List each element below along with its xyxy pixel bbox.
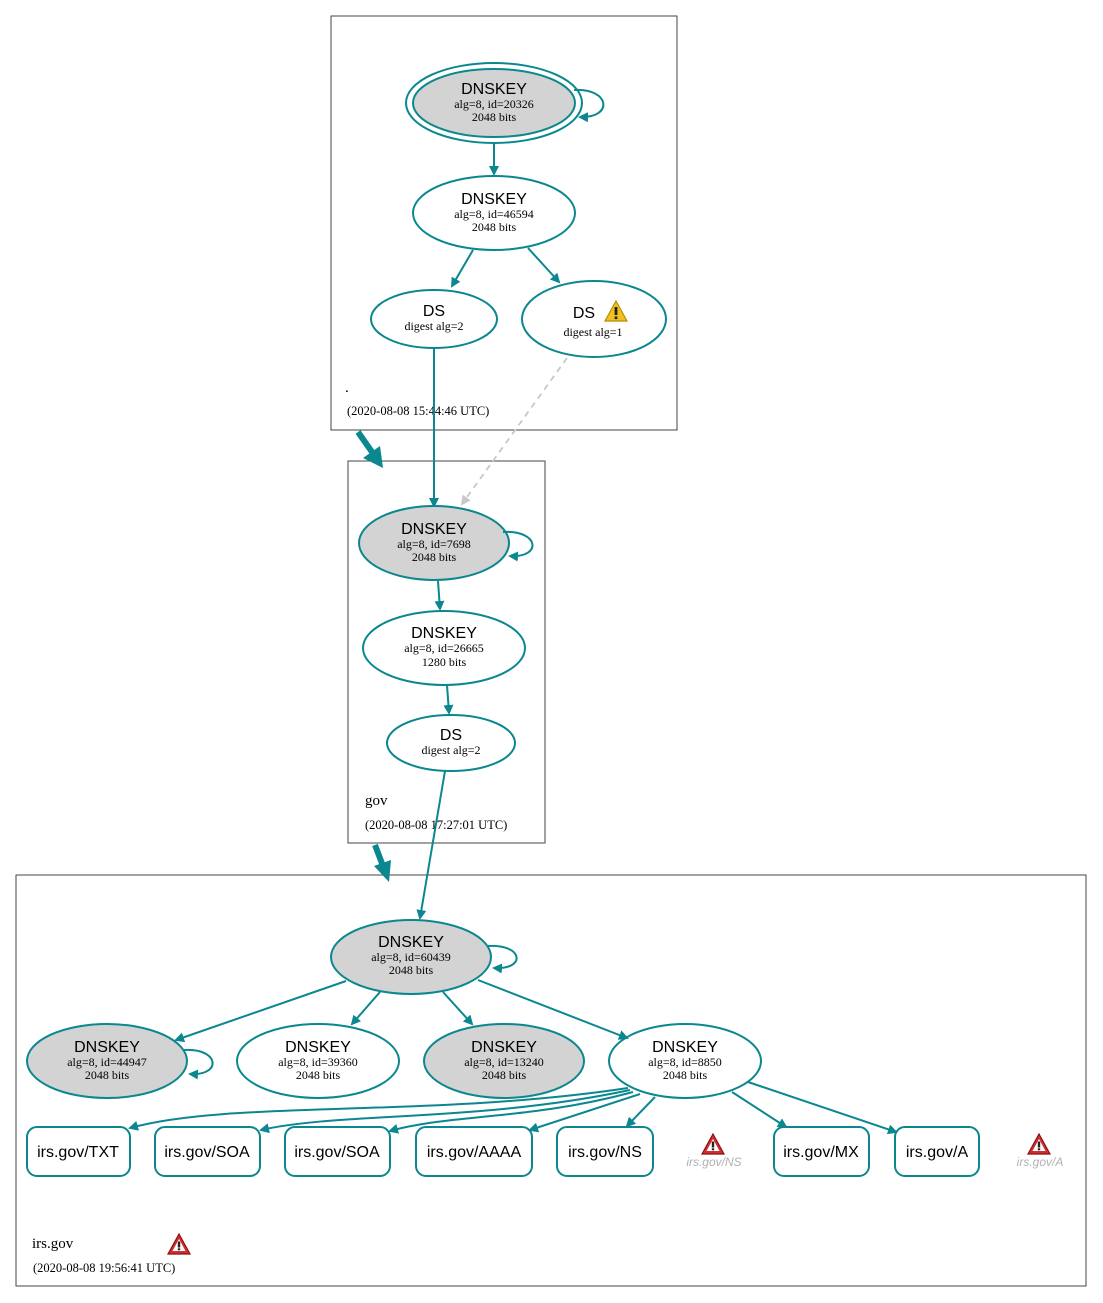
irs-ksk-node[interactable]: DNSKEY alg=8, id=60439 2048 bits <box>330 919 492 995</box>
root-ksk-line2: 2048 bits <box>472 110 517 124</box>
gov-zsk-line1: alg=8, id=26665 <box>404 641 484 655</box>
gov-zsk-ds-edge <box>443 684 454 715</box>
irs-ksk-44947-edge <box>174 980 347 1043</box>
gov-ksk-zsk-edge <box>434 580 445 611</box>
rrset-soa1-label: irs.gov/SOA <box>164 1144 250 1161</box>
irs-dnskey-13240-node[interactable]: DNSKEY alg=8, id=13240 2048 bits <box>423 1023 585 1099</box>
irs-ksk-39360-edge <box>350 991 381 1026</box>
rrset-soa2-node[interactable]: irs.gov/SOA <box>284 1126 391 1177</box>
rrset-mx-node[interactable]: irs.gov/MX <box>773 1126 870 1177</box>
gov-zsk-node[interactable]: DNSKEY alg=8, id=26665 1280 bits <box>362 610 526 686</box>
gov-ds-node[interactable]: DS digest alg=2 <box>386 714 516 772</box>
rrset-a-missing-label: irs.gov/A <box>1017 1155 1064 1169</box>
irs-dnskey-44947-node[interactable]: DNSKEY alg=8, id=44947 2048 bits <box>26 1023 188 1099</box>
root-ksk-self-edge <box>573 88 605 123</box>
root-ksk-line1: alg=8, id=20326 <box>454 97 534 111</box>
irs-dnskey-44947-title: DNSKEY <box>74 1039 140 1056</box>
irs-dnskey-39360-node[interactable]: DNSKEY alg=8, id=39360 2048 bits <box>236 1023 400 1099</box>
irs-dnskey-39360-title: DNSKEY <box>285 1039 351 1056</box>
irs-dnskey-8850-line2: 2048 bits <box>663 1068 708 1082</box>
irs-dnskey-39360-line1: alg=8, id=39360 <box>278 1055 358 1069</box>
irs-ksk-title: DNSKEY <box>378 934 444 951</box>
irs-dnskey-44947-line1: alg=8, id=44947 <box>67 1055 147 1069</box>
irs-dnskey-44947-line2: 2048 bits <box>85 1068 130 1082</box>
zsk-soa2-edge <box>388 1091 634 1134</box>
gov-ksk-line1: alg=8, id=7698 <box>397 537 471 551</box>
delegation-arrow-gov-irs <box>372 843 391 882</box>
irs-dnskey-8850-line1: alg=8, id=8850 <box>648 1055 722 1069</box>
root-ds-alg1-node[interactable]: DS digest alg=1 <box>521 280 667 358</box>
root-zsk-line2: 2048 bits <box>472 220 517 234</box>
irs-dnskey-13240-line2: 2048 bits <box>482 1068 527 1082</box>
error-icon <box>1027 1133 1051 1155</box>
root-ds1-gov-ksk-insecure-edge <box>460 357 568 506</box>
root-ds-alg1-line1: digest alg=1 <box>563 325 622 339</box>
irs-ksk-13240-edge <box>442 991 474 1026</box>
gov-ksk-self-edge <box>502 530 534 562</box>
rrset-aaaa-node[interactable]: irs.gov/AAAA <box>415 1126 533 1177</box>
gov-ksk-title: DNSKEY <box>401 521 467 538</box>
rrset-mx-label: irs.gov/MX <box>783 1144 859 1161</box>
root-ds-alg2-node[interactable]: DS digest alg=2 <box>370 289 498 349</box>
irs-ksk-self-edge <box>487 944 518 974</box>
zsk-ns-edge <box>625 1096 656 1128</box>
zsk-txt-edge <box>128 1087 629 1131</box>
rrset-aaaa-label: irs.gov/AAAA <box>427 1144 522 1161</box>
irs-ksk-line1: alg=8, id=60439 <box>371 950 451 964</box>
root-zsk-node[interactable]: DNSKEY alg=8, id=46594 2048 bits <box>412 175 576 251</box>
gov-ds-title: DS <box>440 727 462 744</box>
rrset-ns-missing-label: irs.gov/NS <box>686 1155 741 1169</box>
irs-ksk-8850-edge <box>477 979 629 1040</box>
rrset-ns-node[interactable]: irs.gov/NS <box>556 1126 654 1177</box>
gov-ds-irs-ksk-edge <box>416 770 446 920</box>
root-zsk-ds1-edge <box>527 247 561 284</box>
irs-zone-name: irs.gov <box>32 1236 74 1252</box>
irs-dnskey-8850-node[interactable]: DNSKEY alg=8, id=8850 2048 bits <box>608 1023 762 1099</box>
irs-dnskey-44947-self-edge <box>183 1048 214 1080</box>
error-icon <box>701 1133 725 1155</box>
rrset-txt-node[interactable]: irs.gov/TXT <box>26 1126 131 1177</box>
root-zone-time: (2020-08-08 15:44:46 UTC) <box>347 404 489 418</box>
irs-ksk-line2: 2048 bits <box>389 963 434 977</box>
rrset-a-label: irs.gov/A <box>906 1144 969 1161</box>
rrset-txt-label: irs.gov/TXT <box>37 1144 119 1161</box>
delegation-arrow-root-gov <box>355 430 383 468</box>
root-zsk-line1: alg=8, id=46594 <box>454 207 534 221</box>
root-ds-alg2-title: DS <box>423 303 445 320</box>
zsk-mx-edge <box>731 1091 788 1129</box>
rrset-ns-missing-node[interactable]: irs.gov/NS <box>686 1133 742 1169</box>
root-ksk-node[interactable]: DNSKEY alg=8, id=20326 2048 bits <box>405 62 583 144</box>
rrset-ns-label: irs.gov/NS <box>568 1144 642 1161</box>
rrset-soa1-node[interactable]: irs.gov/SOA <box>154 1126 261 1177</box>
zsk-aaaa-edge <box>528 1093 641 1133</box>
root-ds-alg1-title: DS <box>573 305 595 322</box>
root-zsk-title: DNSKEY <box>461 191 527 208</box>
gov-zone-name: gov <box>365 793 388 809</box>
rrset-a-missing-node[interactable]: irs.gov/A <box>1017 1133 1064 1169</box>
gov-zsk-title: DNSKEY <box>411 625 477 642</box>
gov-ksk-line2: 2048 bits <box>412 550 457 564</box>
irs-dnskey-13240-line1: alg=8, id=13240 <box>464 1055 544 1069</box>
rrset-a-node[interactable]: irs.gov/A <box>894 1126 980 1177</box>
irs-zone-time: (2020-08-08 19:56:41 UTC) <box>33 1261 175 1275</box>
gov-ksk-node[interactable]: DNSKEY alg=8, id=7698 2048 bits <box>358 505 510 581</box>
zsk-a-edge <box>747 1081 898 1135</box>
gov-ds-line1: digest alg=2 <box>421 743 480 757</box>
root-ksk-title: DNSKEY <box>461 81 527 98</box>
root-zsk-ds2-edge <box>450 249 474 288</box>
irs-dnskey-39360-line2: 2048 bits <box>296 1068 341 1082</box>
irs-dnskey-13240-title: DNSKEY <box>471 1039 537 1056</box>
irs-zone-box <box>15 874 1087 1287</box>
rrset-soa2-label: irs.gov/SOA <box>294 1144 380 1161</box>
root-zone-box <box>330 15 678 431</box>
gov-zone-box <box>347 460 546 844</box>
gov-zsk-line2: 1280 bits <box>422 655 467 669</box>
irs-dnskey-8850-title: DNSKEY <box>652 1039 718 1056</box>
zsk-soa1-edge <box>259 1089 631 1134</box>
root-zone-name: . <box>345 380 349 396</box>
root-ds-alg2-line1: digest alg=2 <box>404 319 463 333</box>
irs-zone-error-icon <box>167 1233 191 1255</box>
